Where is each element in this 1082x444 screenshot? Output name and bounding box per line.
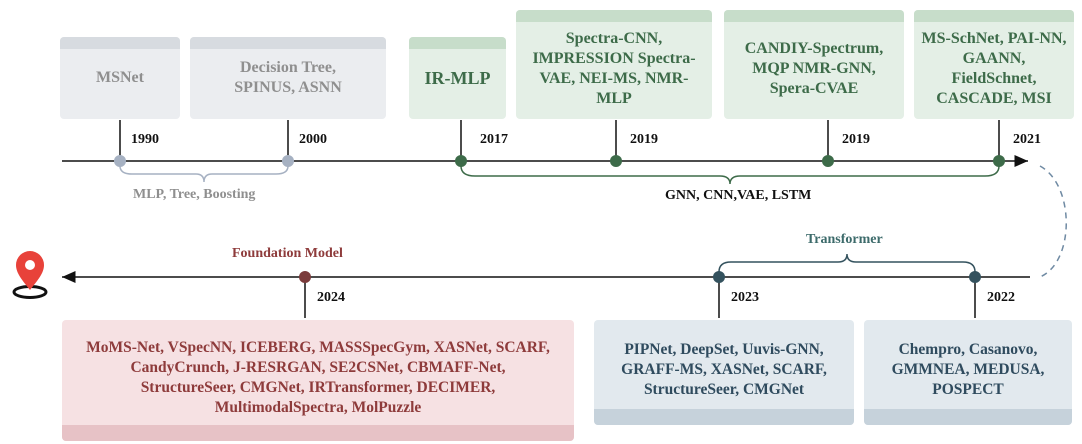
dot-2021 <box>993 155 1005 167</box>
year-2019-a: 2019 <box>630 132 658 147</box>
box-msschnet: MS-SchNet, PAI-NN, GAANN, FieldSchnet, C… <box>914 10 1074 119</box>
box-pipnet: PIPNet, DeepSet, Uuvis-GNN, GRAFF-MS, XA… <box>594 320 854 425</box>
caption-transformer: Transformer <box>806 232 883 247</box>
box-candiy: CANDIY-Spectrum, MQP NMR-GNN, Spera-CVAE <box>724 10 904 119</box>
caption-gnn-cnn-vae-lstm: GNN, CNN,VAE, LSTM <box>665 188 812 203</box>
caption-mlp-tree-boosting: MLP, Tree, Boosting <box>133 187 256 202</box>
box-msnet: MSNet <box>60 37 180 119</box>
year-2024: 2024 <box>317 290 345 305</box>
box-msschnet-text: MS-SchNet, PAI-NN, GAANN, FieldSchnet, C… <box>921 29 1067 107</box>
brace-mlp-tree <box>119 165 289 183</box>
box-pipnet-text: PIPNet, DeepSet, Uuvis-GNN, GRAFF-MS, XA… <box>621 340 827 398</box>
box-chempro-text: Chempro, Casanovo, GMMNEA, MEDUSA, POSPE… <box>891 340 1045 398</box>
brace-transformer <box>718 253 976 273</box>
dot-2023 <box>713 271 725 283</box>
dot-2019a <box>610 155 622 167</box>
dot-2024 <box>299 271 311 283</box>
box-chempro: Chempro, Casanovo, GMMNEA, MEDUSA, POSPE… <box>864 320 1072 425</box>
year-2000: 2000 <box>299 132 327 147</box>
brace-gnn-cnn <box>460 165 1000 185</box>
box-irmlp: IR-MLP <box>409 37 506 119</box>
dot-1990 <box>114 155 126 167</box>
box-msnet-text: MSNet <box>96 69 144 86</box>
year-2019-b: 2019 <box>842 132 870 147</box>
year-2023: 2023 <box>731 290 759 305</box>
year-2017: 2017 <box>480 132 508 147</box>
box-foundation-models-text: MoMS-Net, VSpecNN, ICEBERG, MASSSpecGym,… <box>86 338 550 416</box>
dot-2022 <box>969 271 981 283</box>
box-decision-tree-text: Decision Tree, SPINUS, ASNN <box>234 59 342 96</box>
dot-2019b <box>822 155 834 167</box>
year-1990: 1990 <box>131 132 159 147</box>
caption-foundation-model: Foundation Model <box>232 246 343 261</box>
box-spectra-cnn: Spectra-CNN, IMPRESSION Spectra-VAE, NEI… <box>516 10 712 119</box>
box-decision-tree: Decision Tree, SPINUS, ASNN <box>190 37 386 119</box>
location-pin-icon <box>12 251 48 299</box>
box-irmlp-text: IR-MLP <box>424 68 491 88</box>
dashed-connector <box>1039 165 1067 278</box>
dot-2000 <box>282 155 294 167</box>
dot-2017 <box>455 155 467 167</box>
year-2022: 2022 <box>987 290 1015 305</box>
box-candiy-text: CANDIY-Spectrum, MQP NMR-GNN, Spera-CVAE <box>744 39 884 97</box>
box-foundation-models: MoMS-Net, VSpecNN, ICEBERG, MASSSpecGym,… <box>62 320 574 441</box>
year-2021: 2021 <box>1013 132 1041 147</box>
box-spectra-cnn-text: Spectra-CNN, IMPRESSION Spectra-VAE, NEI… <box>532 29 696 107</box>
